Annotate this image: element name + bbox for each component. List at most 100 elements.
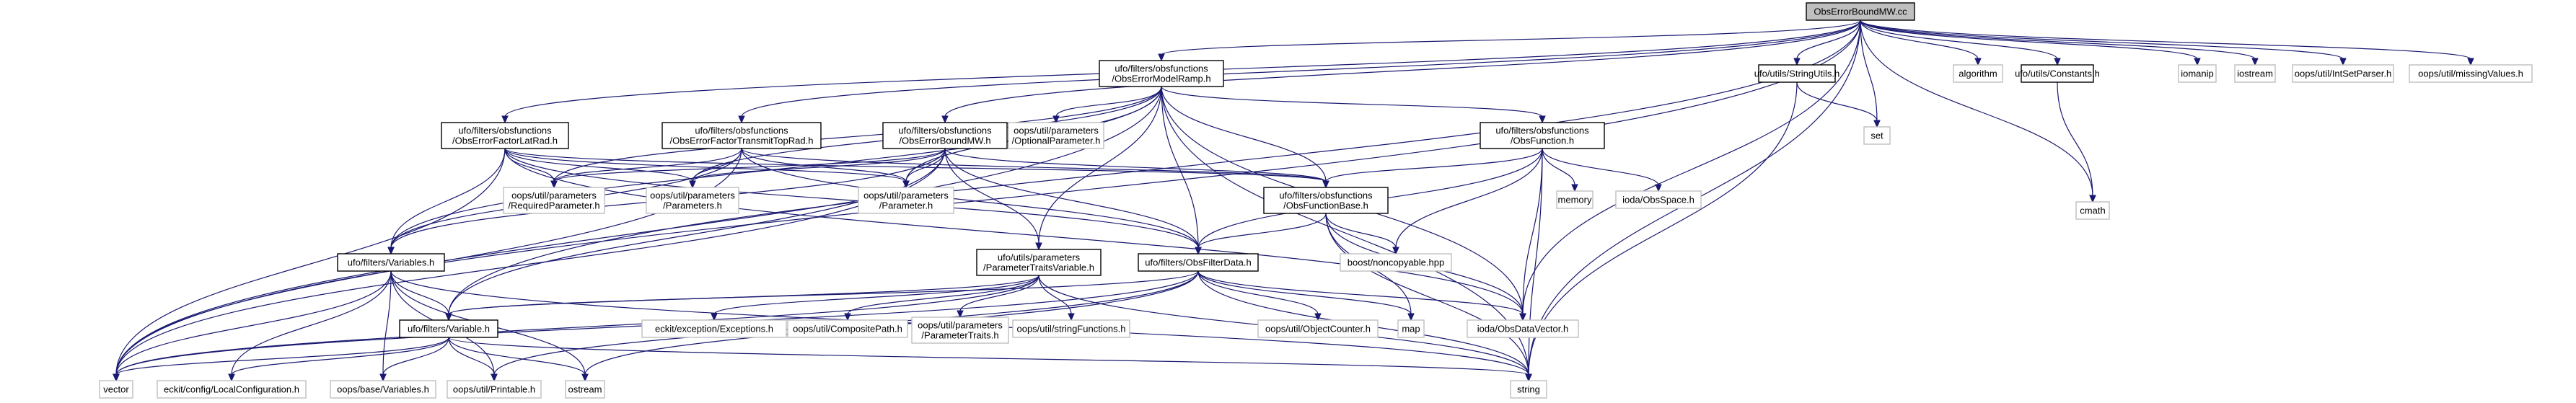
node-ramp[interactable]: ufo/filters/obsfunctions/ObsErrorModelRa… <box>1099 60 1224 87</box>
edge-obsfunction-to-obsfunctionbase <box>1325 148 1543 182</box>
edge-arrowhead <box>2251 58 2259 66</box>
node-variableh[interactable]: ufo/filters/Variable.h <box>399 319 498 338</box>
node-localconfig: eckit/config/LocalConfiguration.h <box>157 380 307 399</box>
node-label: ufo/utils/parameters <box>998 252 1081 263</box>
edge-variableh-to-printable <box>448 337 495 376</box>
node-iostream: iostream <box>2234 64 2276 83</box>
node-label: ufo/filters/Variables.h <box>348 257 434 268</box>
edge-boundmwh-to-obsfilterdata <box>944 148 1199 249</box>
node-box <box>337 253 445 272</box>
node-label: /ObsErrorModelRamp.h <box>1112 74 1210 84</box>
edge-arrowhead <box>1068 313 1075 322</box>
node-algorithm: algorithm <box>1953 64 2003 83</box>
node-label: ufo/utils/StringUtils.h <box>1754 68 1840 79</box>
edge-arrowhead <box>1322 180 1329 189</box>
edge-latrad-to-vector <box>115 148 506 376</box>
edge-root-to-constants <box>1860 19 2058 60</box>
edge-constants-to-cmath <box>2057 81 2093 197</box>
node-layer: ObsErrorBoundMW.cc ufo/filters/obsfunctio… <box>99 2 2533 399</box>
node-constants[interactable]: ufo/utils/Constants.h <box>2015 64 2100 83</box>
node-label: oops/util/ObjectCounter.h <box>1265 324 1371 335</box>
node-intsetparser: oops/util/IntSetParser.h <box>2292 64 2394 83</box>
node-label: ufo/filters/obsfunctions <box>898 125 992 136</box>
node-label: /OptionalParameter.h <box>1012 136 1101 146</box>
node-iomanip: iomanip <box>2178 64 2217 83</box>
node-obsfilterdata[interactable]: ufo/filters/ObsFilterData.h <box>1138 253 1259 272</box>
edge-obsfunction-to-memory <box>1542 148 1575 186</box>
node-box <box>976 249 1102 276</box>
edge-arrowhead <box>941 115 949 124</box>
node-label: ObsErrorBoundMW.cc <box>1814 6 1907 17</box>
edge-boundmwh-to-variableh <box>448 148 946 315</box>
edge-variablesh-to-basevariables <box>382 270 392 376</box>
node-label: ufo/filters/obsfunctions <box>1495 125 1589 136</box>
edge-ramp-to-obsfilterdata <box>1161 86 1199 249</box>
node-box <box>157 380 307 399</box>
node-label: ostream <box>568 384 602 395</box>
node-label: ioda/ObsDataVector.h <box>1477 324 1568 335</box>
edge-ramp-to-obsfunctionbase <box>1161 86 1327 182</box>
node-label: algorithm <box>1959 68 1997 79</box>
edge-ramp-to-reqparam <box>553 86 1162 182</box>
edge-obsfunction-to-noncopyable <box>1395 148 1543 249</box>
node-basevariables: oops/base/Variables.h <box>330 380 436 399</box>
node-stringfunctions: oops/util/stringFunctions.h <box>1012 319 1130 338</box>
edge-root-to-stringutils <box>1796 19 1861 60</box>
node-box <box>858 187 954 214</box>
node-stringutils[interactable]: ufo/utils/StringUtils.h <box>1754 64 1840 83</box>
edge-arrowhead <box>1407 313 1415 322</box>
edge-arrowhead <box>113 373 120 382</box>
node-label: oops/util/IntSetParser.h <box>2295 68 2391 79</box>
edge-root-to-transmit <box>741 19 1861 118</box>
node-cmath: cmath <box>2075 201 2110 220</box>
node-reqparam: oops/util/parameters/RequiredParameter.h <box>503 187 605 214</box>
node-box <box>2292 64 2394 83</box>
node-traitsvar[interactable]: ufo/utils/parameters/ParameterTraitsVari… <box>976 249 1102 276</box>
edge-traitsvar-to-compositepath <box>847 275 1039 315</box>
edge-arrowhead <box>738 115 745 124</box>
node-root[interactable]: ObsErrorBoundMW.cc <box>1806 2 1915 21</box>
node-label: iostream <box>2237 68 2273 79</box>
edge-variableh-to-ostream <box>448 337 586 376</box>
node-box <box>1012 319 1130 338</box>
node-label: set <box>1871 130 1883 141</box>
node-set: set <box>1863 126 1891 145</box>
node-box <box>1467 319 1579 338</box>
edge-latrad-to-obsdatavector <box>504 148 1524 315</box>
node-box <box>2075 201 2110 220</box>
node-label: iomanip <box>2181 68 2214 79</box>
node-obsfunction[interactable]: ufo/filters/obsfunctions/ObsFunction.h <box>1480 122 1605 149</box>
node-latrad[interactable]: ufo/filters/obsfunctions/ObsErrorFactorL… <box>441 122 569 149</box>
node-box <box>1510 380 1547 399</box>
node-printable: oops/util/Printable.h <box>447 380 542 399</box>
edge-arrowhead <box>957 310 964 319</box>
node-box <box>1615 190 1702 209</box>
node-box <box>1556 190 1593 209</box>
node-boundmwh[interactable]: ufo/filters/obsfunctions/ObsErrorBoundMW… <box>882 122 1008 149</box>
edge-variablesh-to-vector <box>115 270 392 376</box>
node-optparam: oops/util/parameters/OptionalParameter.h <box>1008 122 1104 149</box>
edge-arrowhead <box>501 115 509 124</box>
edge-ramp-to-obsfunction <box>1161 86 1543 118</box>
node-obsfunctionbase[interactable]: ufo/filters/obsfunctions/ObsFunctionBase… <box>1263 187 1389 214</box>
node-variablesh[interactable]: ufo/filters/Variables.h <box>337 253 445 272</box>
node-label: /Parameters.h <box>663 200 722 211</box>
edge-arrowhead <box>445 313 452 322</box>
node-box <box>2409 64 2533 83</box>
edge-obsfunctionbase-to-obsfilterdata <box>1197 213 1327 249</box>
node-label: oops/util/Printable.h <box>453 384 535 395</box>
edge-arrowhead <box>1571 184 1578 192</box>
node-box <box>661 122 822 149</box>
node-box <box>1397 319 1425 338</box>
edge-arrowhead <box>1793 58 1801 66</box>
edge-variablesh-to-variableh <box>390 270 449 315</box>
edge-arrowhead <box>379 373 387 382</box>
node-map: map <box>1397 319 1425 338</box>
node-box <box>1480 122 1605 149</box>
node-label: /ObsErrorFactorLatRad.h <box>452 136 558 146</box>
edge-arrowhead <box>550 180 558 189</box>
edge-root-to-iomanip <box>1860 19 2198 60</box>
node-obsdatavector: ioda/ObsDataVector.h <box>1467 319 1579 338</box>
node-transmit[interactable]: ufo/filters/obsfunctions/ObsErrorFactorT… <box>661 122 822 149</box>
edge-obsfunctionbase-to-noncopyable <box>1325 213 1397 249</box>
